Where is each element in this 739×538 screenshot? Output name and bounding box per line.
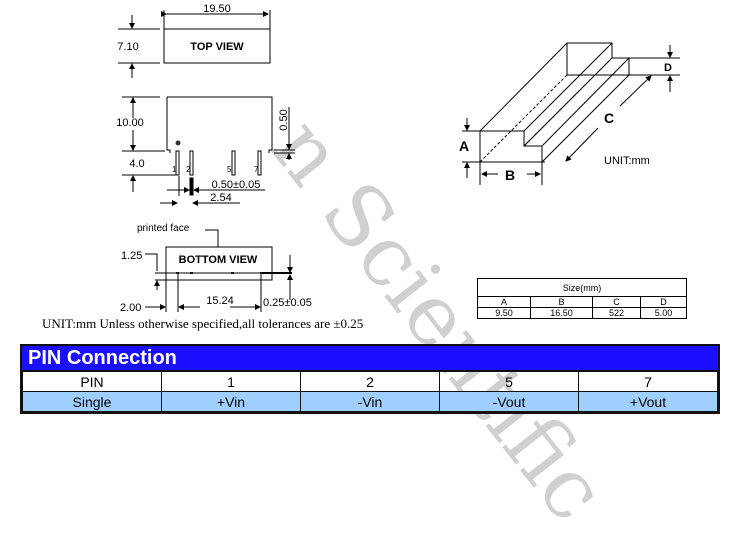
size-value-b: 16.50: [530, 307, 593, 319]
pin-header-cell: 2: [300, 371, 440, 392]
top-width: 19.50: [203, 3, 231, 15]
pin-cell: +Vin: [161, 391, 301, 412]
size-value-a: 9.50: [477, 307, 531, 319]
label-b: B: [505, 167, 515, 183]
dim-2-00: 2.00: [120, 302, 141, 314]
table-row: PIN 1 2 5 7: [22, 371, 718, 392]
printed-face-label: printed face: [137, 223, 190, 234]
standoff: 0.50: [278, 109, 290, 130]
pin-connection-table: PIN Connection PIN 1 2 5 7 Single +Vin -…: [20, 344, 720, 414]
pin-length: 4.0: [129, 158, 144, 170]
size-value-d: 5.00: [640, 307, 687, 319]
label-c: C: [604, 110, 614, 126]
size-value-c: 522: [592, 307, 641, 319]
pin-width: 0.50±0.05: [212, 179, 261, 191]
pin-label-5: 5: [227, 165, 232, 174]
size-header-c: C: [592, 296, 641, 308]
side-height: 10.00: [116, 117, 144, 129]
top-view-label: TOP VIEW: [190, 41, 244, 53]
pin-label-2: 2: [186, 165, 191, 174]
bottom-view: printed face BOTTOM VIEW 1.25 2.00 15.24…: [120, 223, 312, 314]
pin-cell: +Vout: [578, 391, 718, 412]
dim-1-25: 1.25: [121, 250, 142, 262]
mechanical-drawing: 19.50 7.10 TOP VIEW 10.00 4.0 0.50 0.50±…: [116, 3, 680, 314]
package-drawing: A B C D UNIT:mm: [459, 42, 680, 185]
top-view: 19.50 7.10 TOP VIEW: [117, 3, 271, 78]
unit-note: UNIT:mm Unless otherwise specified,all t…: [42, 316, 364, 331]
size-table-title: Size(mm): [477, 278, 687, 297]
side-view: 10.00 4.0 0.50 0.50±0.05 2.54 1 2 5 7: [116, 96, 295, 206]
pin-label-7: 7: [254, 165, 259, 174]
table-row: Single +Vin -Vin -Vout +Vout: [22, 391, 718, 412]
package-unit: UNIT:mm: [604, 155, 650, 167]
pin-label-1: 1: [172, 165, 177, 174]
size-header-d: D: [640, 296, 687, 308]
pin-cell: -Vin: [300, 391, 440, 412]
pin-header-cell: 5: [439, 371, 579, 392]
pin-connection-title: PIN Connection: [22, 346, 718, 371]
top-height: 7.10: [117, 41, 138, 53]
bottom-view-label: BOTTOM VIEW: [179, 254, 258, 266]
dim-15-24: 15.24: [206, 295, 234, 307]
pin-header-cell: 1: [161, 371, 301, 392]
pin-header-cell: 7: [578, 371, 718, 392]
pin-header-cell: PIN: [22, 371, 162, 392]
label-d: D: [664, 62, 672, 74]
size-header-a: A: [477, 296, 531, 308]
pad-size: 0.25±0.05: [263, 297, 312, 309]
pin-cell: Single: [22, 391, 162, 412]
label-a: A: [459, 138, 469, 154]
size-header-b: B: [530, 296, 593, 308]
pitch: 2.54: [210, 192, 231, 204]
pin-cell: -Vout: [439, 391, 579, 412]
